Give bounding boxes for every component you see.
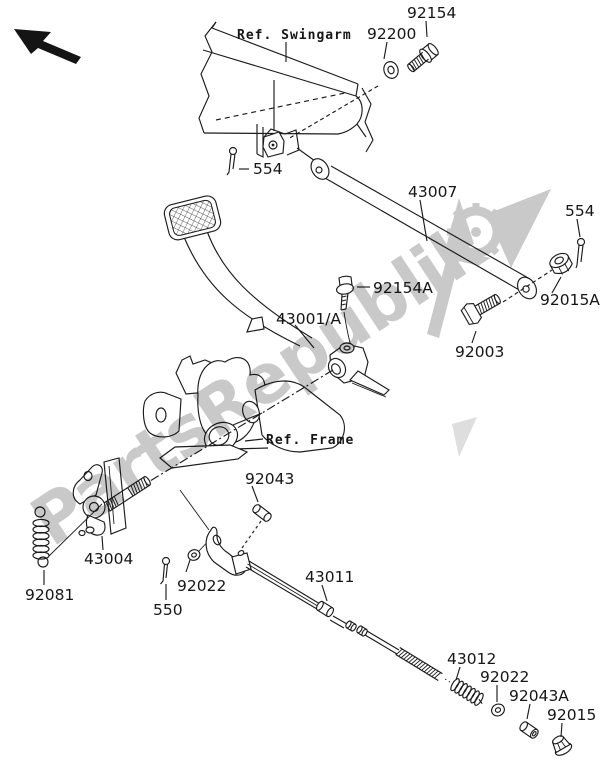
callout-92003: 92003 — [455, 343, 504, 361]
cotter-pin-554-top — [226, 146, 249, 176]
bolt-92003 — [460, 293, 501, 326]
callout-92015: 92015 — [547, 706, 596, 724]
callout-43001a: 43001/A — [276, 310, 342, 328]
watermark: PartsRepublik — [18, 189, 551, 562]
callout-554-top: 554 — [253, 160, 283, 178]
callout-ref-frame: Ref. Frame — [266, 433, 354, 448]
callout-ref-swingarm: Ref. Swingarm — [237, 28, 352, 43]
callout-92200: 92200 — [367, 25, 416, 43]
nut-92015a — [549, 252, 573, 294]
torque-link-43007 — [310, 158, 538, 300]
callout-554-right: 554 — [565, 202, 595, 220]
swingarm-drawing — [198, 21, 374, 162]
callout-92081: 92081 — [25, 586, 74, 604]
callout-43004: 43004 — [84, 550, 133, 568]
rod-43011 — [245, 560, 454, 685]
callout-92022-left: 92022 — [177, 577, 226, 595]
callout-43012: 43012 — [447, 650, 496, 668]
callout-92015a: 92015A — [540, 291, 600, 309]
callout-92043: 92043 — [245, 470, 294, 488]
watermark-gear-icon — [443, 189, 551, 268]
callout-92154a: 92154A — [373, 279, 433, 297]
pin-92043 — [241, 485, 272, 549]
brake-pedal-43001 — [163, 195, 390, 398]
spring-43012 — [450, 666, 484, 706]
watermark-slash — [427, 249, 461, 338]
spring-92081 — [32, 506, 50, 585]
callout-550: 550 — [153, 601, 183, 619]
callout-43007: 43007 — [408, 183, 457, 201]
cotter-pin-550 — [160, 556, 171, 600]
callout-92022-right: 92022 — [480, 668, 529, 686]
clevis-joint — [179, 489, 252, 576]
callout-92154: 92154 — [407, 4, 456, 22]
nut-92015 — [552, 722, 573, 756]
bolt-92154 — [407, 43, 439, 73]
direction-arrow-icon — [14, 29, 81, 64]
callout-92043a: 92043A — [509, 687, 569, 705]
lever-43004 — [48, 457, 151, 557]
collar-92043a — [519, 703, 539, 739]
washer-92022-right — [491, 685, 505, 717]
pivot-axis-line — [149, 369, 334, 482]
washer-92200 — [287, 41, 399, 140]
callout-43011: 43011 — [305, 568, 354, 586]
watermark-fragment — [452, 417, 477, 457]
cotter-pin-554-right — [575, 218, 586, 269]
